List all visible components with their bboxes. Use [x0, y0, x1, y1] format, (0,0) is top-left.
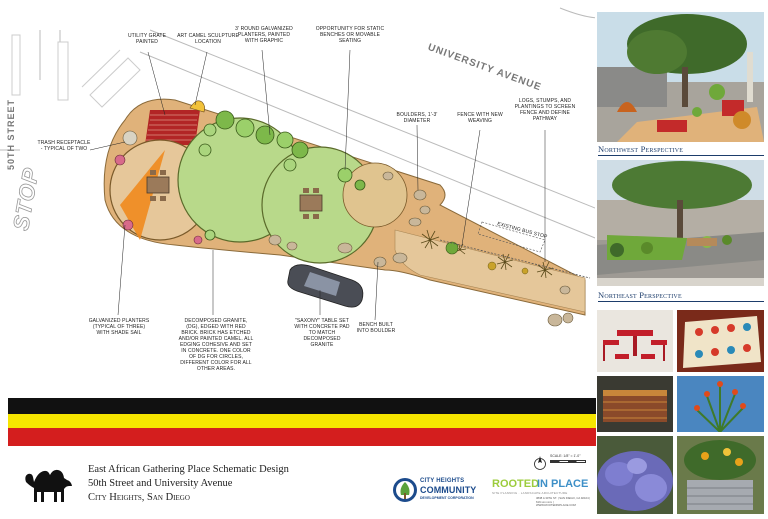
callout-utility-grate: UTILITY GRATE PAINTED [127, 33, 167, 45]
callout-round-planters: 3' ROUND GALVANIZED PLANTERS, PAINTED WI… [235, 26, 293, 44]
callout-fence: FENCE WITH NEW WEAVING [457, 112, 503, 124]
rooted-in-place-logo: ROOTED IN PLACE SITE PLANNING · LANDSCAP… [492, 478, 594, 512]
accent-plants [420, 229, 554, 279]
stripe-yellow [8, 414, 596, 428]
table-set-photo [597, 310, 673, 372]
callout-bench-boulder: BENCH BUILT INTO BOULDER [356, 322, 396, 334]
car-icon [287, 264, 364, 308]
table-set-icon [146, 170, 323, 219]
callout-boulders: BOULDERS, 1'-3' DIAMETER [396, 112, 438, 124]
rooted-address: 3838 A 30TH ST. | SAN DIEGO, CA 92104 | … [536, 496, 591, 507]
galvanized-planter-photo [677, 436, 764, 514]
chcdc-line1: CITY HEIGHTS [420, 478, 465, 484]
northeast-perspective-label: Northeast Perspective [598, 290, 682, 300]
northwest-rule [598, 155, 764, 156]
camel-icon [25, 469, 72, 502]
street-lines [0, 7, 595, 239]
rooted-subtitle: SITE PLANNING · LANDSCAPE ARCHITECTURE [492, 491, 568, 495]
callout-camel-sculpture: ART CAMEL SCULPTURE LOCATION [177, 33, 239, 45]
northwest-perspective-image [597, 12, 764, 142]
bus-stop [477, 221, 546, 253]
north-arrow-icon [534, 456, 546, 470]
northeast-perspective-image [597, 160, 764, 286]
callout-static-benches: OPPORTUNITY FOR STATIC BENCHES OR MOVABL… [315, 26, 385, 44]
rooted-word2: IN PLACE [537, 478, 589, 490]
leader-lines [89, 49, 546, 321]
callout-logs: LOGS, STUMPS, AND PLANTINGS TO SCREEN FE… [514, 98, 576, 122]
northwest-perspective-label: Northwest Perspective [598, 144, 684, 154]
chcdc-line2: COMMUNITY [420, 485, 477, 495]
crosswalk [11, 34, 141, 108]
fence-line [439, 239, 591, 279]
callout-decomposed-granite: DECOMPOSED GRANITE, (DG), EDGED WITH RED… [178, 318, 254, 372]
fiftieth-street-label: 50TH STREET [6, 98, 16, 170]
rooted-word1: ROOTED [492, 478, 540, 490]
lavender-photo [597, 436, 673, 514]
callout-saxony-table: "SAXONY" TABLE SET WITH CONCRETE PAD TO … [294, 318, 350, 348]
title-block: East African Gathering Place Schematic D… [20, 460, 390, 515]
northeast-rule [598, 301, 764, 302]
brick-bench [145, 110, 200, 145]
scale-bar [550, 460, 586, 463]
scale-label: SCALE: 1/8" = 1'-0" [550, 454, 581, 458]
game-board-photo [677, 310, 764, 372]
title-location: 50th Street and University Avenue [88, 478, 233, 489]
title-project: East African Gathering Place Schematic D… [88, 464, 289, 475]
stripe-red [8, 428, 596, 446]
site-plan [0, 7, 595, 327]
boulders [122, 130, 574, 327]
shrubs [114, 154, 529, 275]
brick-bench-photo [597, 376, 673, 432]
dg-pathway [394, 229, 586, 313]
gathering-circle-far [342, 162, 408, 228]
callout-galvanized: GALVANIZED PLANTERS (TYPICAL OF THREE) W… [88, 318, 150, 336]
camel-sculpture-icon [189, 100, 205, 113]
callout-trash: TRASH RECEPTACLE - TYPICAL OF TWO [37, 140, 91, 152]
title-city: City Heights, San Diego [88, 492, 190, 503]
aloe-flower-photo [677, 376, 764, 432]
stripe-black [8, 398, 596, 414]
chcdc-logo-icon [393, 478, 417, 502]
chcdc-logo: CITY HEIGHTS COMMUNITY DEVELOPMENT CORPO… [392, 476, 488, 508]
chcdc-line3: DEVELOPMENT CORPORATION [420, 496, 474, 500]
